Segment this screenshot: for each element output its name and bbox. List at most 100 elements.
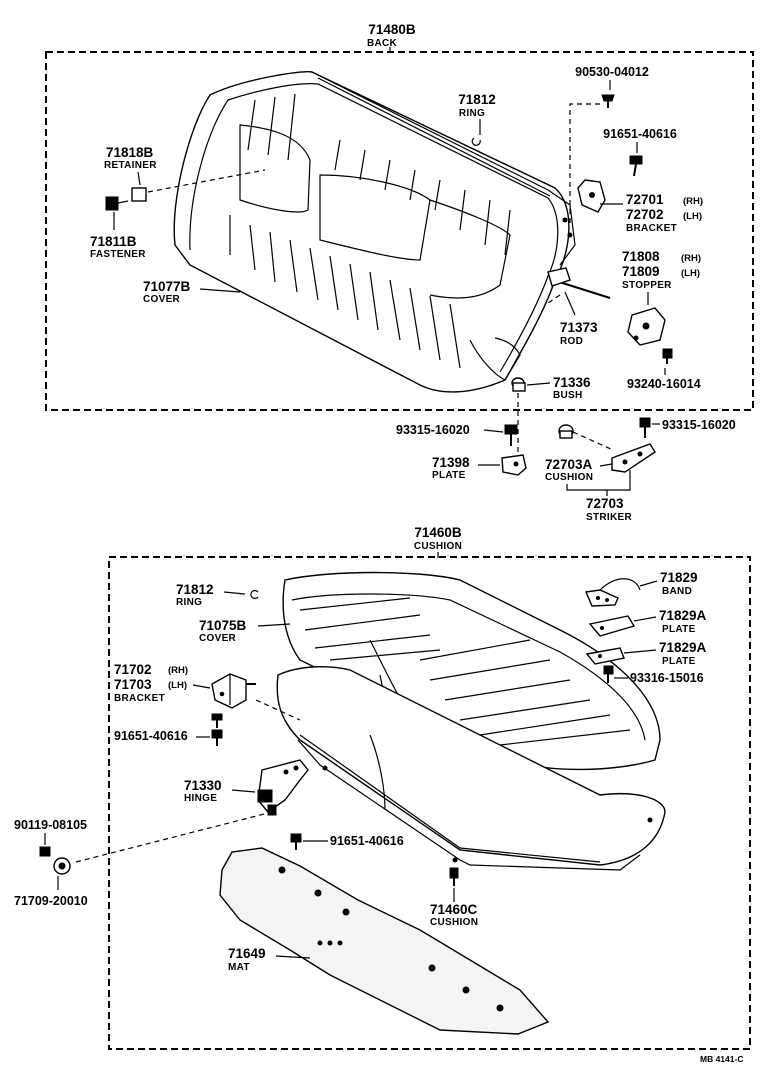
plate-a1-illustration	[588, 615, 636, 637]
bolt-icon	[290, 833, 302, 850]
bolt-icon	[211, 729, 223, 746]
screw-icon	[504, 424, 518, 446]
stopper-illustration	[627, 307, 666, 346]
middle-plate-number: 71398	[432, 455, 470, 470]
back-group-name: BACK	[367, 38, 398, 49]
screw-icon	[601, 94, 615, 108]
screw-icon	[639, 417, 651, 438]
cushion-plate-a1-number: 71829A	[659, 608, 707, 623]
back-stopper-name: STOPPER	[622, 280, 672, 291]
bolt-icon	[211, 713, 223, 728]
back-ring-number: 71812	[458, 92, 496, 107]
cushion-pad-icon	[449, 867, 459, 886]
back-fastener-number: 71811B	[90, 234, 137, 249]
striker-illustration	[611, 443, 656, 473]
plate-a2-illustration	[585, 647, 625, 665]
bolt-icon	[662, 348, 673, 364]
striker-cushion-icon	[558, 424, 574, 439]
cushion-ring-name: RING	[176, 597, 202, 608]
cushion-mat-name: MAT	[228, 962, 250, 973]
bush-icon	[511, 377, 526, 392]
back-fastener-name: FASTENER	[90, 249, 146, 260]
cushion-bracket-name: BRACKET	[114, 693, 165, 704]
back-bolt-stopper-number: 93240-16014	[627, 377, 701, 391]
cushion-bolt-left-number: 90119-08105	[14, 818, 87, 832]
retainer-icon	[131, 187, 147, 202]
back-stopper-side-rh: (RH)	[681, 253, 701, 264]
back-stopper-number-lh: 71809	[622, 264, 660, 279]
bolt-icon	[629, 155, 643, 177]
cushion-group-frame	[108, 556, 751, 1050]
back-group-frame	[45, 51, 754, 411]
middle-screw-left-number: 93315-16020	[396, 423, 470, 437]
back-stopper-side-lh: (LH)	[681, 268, 700, 279]
middle-plate-name: PLATE	[432, 470, 466, 481]
back-cover-number: 71077B	[143, 279, 191, 294]
cushion-band-number: 71829	[660, 570, 698, 585]
back-bracket-side-rh: (RH)	[683, 196, 703, 207]
seat-back-illustration	[173, 71, 576, 393]
cushion-nut-left-number: 71709-20010	[14, 894, 88, 908]
cushion-bracket-side-rh: (RH)	[168, 665, 188, 676]
back-bush-name: BUSH	[553, 390, 583, 401]
cushion-screw-plate-number: 93316-15016	[630, 671, 704, 685]
cushion-mat-number: 71649	[228, 946, 266, 961]
cushion-hinge-name: HINGE	[184, 793, 217, 804]
seat-cushion-illustration	[276, 571, 666, 871]
middle-striker-name: STRIKER	[586, 512, 632, 523]
back-stopper-number-rh: 71808	[622, 249, 660, 264]
back-group: 71480B BACK 71812 RING 90530-04012	[45, 22, 754, 455]
back-screw-top-number: 90530-04012	[575, 65, 649, 79]
middle-striker-number: 72703	[586, 496, 624, 511]
cushion-plate-a2-name: PLATE	[662, 656, 696, 667]
ring-icon	[250, 589, 259, 600]
cushion-plate-a2-number: 71829A	[659, 640, 707, 655]
fastener-icon	[105, 196, 129, 211]
cushion-bolt-hinge-number: 91651-40616	[330, 834, 404, 848]
back-bush-number: 71336	[553, 375, 591, 390]
middle-striker-cushion-name: CUSHION	[545, 472, 593, 483]
cushion-group-name: CUSHION	[414, 541, 462, 552]
middle-screw-right-number: 93315-16020	[662, 418, 736, 432]
cushion-group-number: 71460B	[414, 525, 462, 540]
cushion-bracket-number-lh: 71703	[114, 677, 152, 692]
back-bracket-name: BRACKET	[626, 223, 677, 234]
back-ring-name: RING	[459, 108, 485, 119]
back-bracket-side-lh: (LH)	[683, 211, 702, 222]
cushion-bolt-bracket-number: 91651-40616	[114, 729, 188, 743]
middle-hardware: 93315-16020 71398 PLATE 93315-16020 727	[396, 417, 736, 523]
back-rod-number: 71373	[560, 320, 598, 335]
hinge-illustration	[257, 759, 309, 816]
screw-icon	[603, 665, 614, 683]
cushion-plate-a1-name: PLATE	[662, 624, 696, 635]
cushion-bracket-side-lh: (LH)	[168, 680, 187, 691]
back-bracket-number-rh: 72701	[626, 192, 664, 207]
footer-code: MB 4141-C	[700, 1054, 743, 1064]
ring-icon	[471, 137, 481, 146]
back-bolt-top-number: 91651-40616	[603, 127, 677, 141]
band-illustration	[584, 578, 641, 607]
mat-illustration	[219, 847, 550, 1035]
cushion-cover-name: COVER	[199, 633, 237, 644]
back-cover-name: COVER	[143, 294, 181, 305]
bolt-icon	[39, 846, 51, 857]
cushion-pad-name: CUSHION	[430, 917, 478, 928]
back-retainer-number: 71818B	[106, 145, 154, 160]
cushion-bracket-number-rh: 71702	[114, 662, 152, 677]
middle-striker-cushion-number: 72703A	[545, 457, 593, 472]
cushion-hinge-number: 71330	[184, 778, 222, 793]
back-bracket-illustration	[577, 179, 606, 213]
back-bracket-number-lh: 72702	[626, 207, 664, 222]
back-rod-name: ROD	[560, 336, 583, 347]
cushion-group: 71460B CUSHION 71812 RING 71075B COVER	[14, 525, 751, 1050]
cushion-pad-number: 71460C	[430, 902, 478, 917]
cushion-bracket-illustration	[211, 673, 256, 709]
rod-illustration	[544, 267, 611, 306]
nut-icon	[53, 857, 71, 875]
cushion-ring-number: 71812	[176, 582, 214, 597]
back-retainer-name: RETAINER	[104, 160, 157, 171]
cushion-cover-number: 71075B	[199, 618, 247, 633]
back-group-number: 71480B	[368, 22, 416, 37]
cushion-band-name: BAND	[662, 586, 692, 597]
